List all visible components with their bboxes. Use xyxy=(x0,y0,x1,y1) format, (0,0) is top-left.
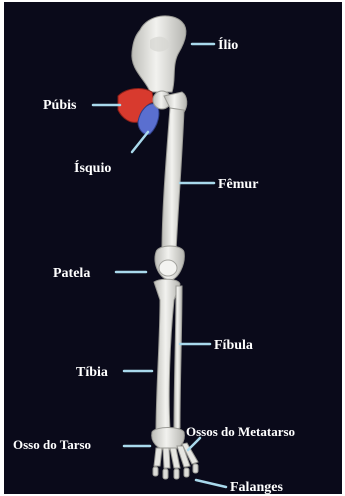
patella-bone xyxy=(159,260,177,276)
label-metatarso: Ossos do Metatarso xyxy=(186,424,295,439)
leader-metatarso xyxy=(188,438,200,450)
label-pubis: Púbis xyxy=(43,98,77,113)
label-isquio: Ísquio xyxy=(74,159,111,176)
leader-isquio xyxy=(132,132,148,152)
femur-bone xyxy=(162,108,184,252)
label-fibula: Fíbula xyxy=(214,338,253,353)
label-falanges: Falanges xyxy=(230,480,283,495)
fibula-bone xyxy=(174,286,182,430)
label-osso-tarso: Osso do Tarso xyxy=(13,437,91,452)
label-patela: Patela xyxy=(53,266,90,281)
label-femur: Fêmur xyxy=(218,177,258,192)
label-ilio: Ílio xyxy=(218,36,238,53)
leader-falanges xyxy=(196,480,226,487)
label-tibia: Tíbia xyxy=(76,365,108,380)
ilium-bone xyxy=(132,16,186,92)
